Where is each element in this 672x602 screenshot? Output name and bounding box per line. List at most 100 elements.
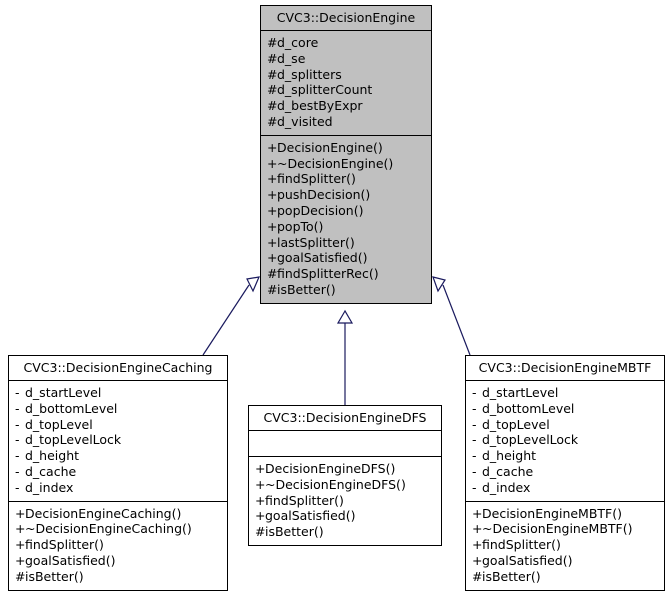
attribute-row: -d_height — [15, 448, 221, 464]
visibility-marker: # — [267, 35, 278, 50]
operation-name: ~DecisionEngineDFS() — [265, 476, 406, 492]
operation-name: isBetter() — [265, 524, 324, 540]
class-title-decision-engine-caching: CVC3::DecisionEngineCaching — [23, 360, 213, 375]
attribute-name: d_visited — [277, 113, 333, 129]
visibility-marker: # — [267, 266, 278, 282]
operation-row: +pushDecision() — [267, 187, 425, 203]
operation-row: #isBetter() — [255, 524, 435, 540]
class-box-decision-engine-caching[interactable]: CVC3::DecisionEngineCaching -d_startLeve… — [8, 355, 228, 591]
attribute-name: d_startLevel — [482, 385, 559, 400]
visibility-marker: # — [267, 98, 278, 114]
visibility-marker: + — [267, 250, 278, 266]
attribute-row: -d_startLevel — [15, 385, 221, 401]
attribute-row: #d_core — [267, 35, 425, 51]
class-box-decision-engine-dfs[interactable]: CVC3::DecisionEngineDFS +DecisionEngineD… — [248, 405, 442, 546]
operation-name: findSplitter() — [265, 492, 344, 508]
attribute-name: d_index — [482, 479, 531, 495]
operation-row: +~DecisionEngineMBTF() — [472, 521, 658, 537]
operation-row: +goalSatisfied() — [472, 553, 658, 569]
visibility-marker: - — [15, 479, 20, 495]
visibility-marker: - — [472, 448, 477, 464]
attribute-row: -d_height — [472, 448, 658, 464]
visibility-marker: # — [267, 66, 278, 82]
attribute-list-decision-engine-dfs — [249, 431, 441, 456]
operation-name: popDecision() — [277, 202, 364, 218]
operation-list-decision-engine: +DecisionEngine() +~DecisionEngine() +fi… — [261, 136, 431, 303]
attribute-name: d_cache — [482, 463, 534, 479]
operation-name: DecisionEngineMBTF() — [482, 505, 622, 521]
visibility-marker: + — [267, 202, 278, 218]
operation-name: DecisionEngineCaching() — [25, 505, 182, 521]
attribute-name: d_se — [277, 50, 306, 66]
visibility-marker: + — [255, 508, 266, 524]
operation-row: #findSplitterRec() — [267, 266, 425, 282]
operation-name: isBetter() — [482, 568, 541, 584]
attribute-row: #d_bestByExpr — [267, 98, 425, 114]
visibility-marker: + — [15, 505, 26, 521]
inheritance-line-caching — [202, 284, 250, 356]
class-box-decision-engine-mbtf[interactable]: CVC3::DecisionEngineMBTF -d_startLevel -… — [465, 355, 665, 591]
operation-name: ~DecisionEngine() — [277, 155, 394, 171]
class-title-decision-engine: CVC3::DecisionEngine — [276, 10, 416, 25]
visibility-marker: + — [255, 492, 266, 508]
operation-list-decision-engine-caching: +DecisionEngineCaching() +~DecisionEngin… — [9, 502, 227, 590]
operation-row: +~DecisionEngineDFS() — [255, 477, 435, 493]
class-separator — [261, 134, 431, 136]
class-separator — [466, 500, 664, 502]
attribute-list-decision-engine-mbtf: -d_startLevel -d_bottomLevel -d_topLevel… — [466, 381, 664, 501]
visibility-marker: + — [472, 552, 483, 568]
visibility-marker: - — [472, 385, 477, 400]
visibility-marker: # — [472, 568, 483, 584]
operation-name: isBetter() — [277, 281, 336, 297]
visibility-marker: + — [267, 139, 278, 155]
operation-row: +findSplitter() — [472, 537, 658, 553]
operation-row: +DecisionEngineDFS() — [255, 461, 435, 477]
class-separator — [249, 456, 441, 457]
operation-row: +DecisionEngineCaching() — [15, 506, 221, 522]
class-box-decision-engine[interactable]: CVC3::DecisionEngine #d_core #d_se #d_sp… — [260, 5, 432, 304]
attribute-row: -d_topLevel — [472, 417, 658, 433]
attribute-row: -d_topLevelLock — [15, 432, 221, 448]
attribute-row: -d_topLevel — [15, 417, 221, 433]
visibility-marker: # — [267, 113, 278, 129]
operation-name: findSplitter() — [277, 171, 356, 187]
attribute-name: d_height — [482, 448, 537, 464]
visibility-marker: + — [255, 461, 266, 476]
operation-name: findSplitter() — [482, 537, 561, 553]
attribute-row: -d_index — [15, 480, 221, 496]
operation-row: +DecisionEngine() — [267, 140, 425, 156]
visibility-marker: - — [472, 416, 477, 432]
operation-row: +~DecisionEngine() — [267, 156, 425, 172]
attribute-name: d_topLevel — [25, 416, 93, 432]
operation-name: pushDecision() — [277, 187, 371, 203]
attribute-name: d_bestByExpr — [277, 98, 363, 114]
operation-name: isBetter() — [25, 568, 84, 584]
visibility-marker: # — [255, 524, 266, 540]
operation-name: DecisionEngine() — [277, 139, 383, 155]
operation-row: +findSplitter() — [255, 493, 435, 509]
attribute-name: d_bottomLevel — [25, 400, 118, 416]
visibility-marker: + — [472, 505, 483, 521]
visibility-marker: - — [15, 448, 20, 464]
inheritance-arrowhead-mbtf — [432, 276, 446, 293]
visibility-marker: # — [15, 568, 26, 584]
operation-row: +~DecisionEngineCaching() — [15, 521, 221, 537]
visibility-marker: + — [267, 187, 278, 203]
operation-row: +popTo() — [267, 219, 425, 235]
operation-name: goalSatisfied() — [277, 250, 368, 266]
visibility-marker: - — [15, 463, 20, 479]
visibility-marker: - — [472, 463, 477, 479]
attribute-name: d_startLevel — [25, 385, 102, 400]
class-title-decision-engine-dfs: CVC3::DecisionEngineDFS — [263, 410, 427, 425]
attribute-row: #d_visited — [267, 114, 425, 130]
attribute-list-decision-engine-caching: -d_startLevel -d_bottomLevel -d_topLevel… — [9, 381, 227, 501]
attribute-name: d_splitterCount — [277, 82, 373, 98]
visibility-marker: + — [472, 521, 483, 537]
visibility-marker: + — [15, 521, 26, 537]
attribute-row: -d_bottomLevel — [472, 401, 658, 417]
attribute-row: -d_bottomLevel — [15, 401, 221, 417]
visibility-marker: - — [15, 416, 20, 432]
attribute-name: d_topLevelLock — [482, 432, 579, 448]
operation-row: +goalSatisfied() — [267, 250, 425, 266]
